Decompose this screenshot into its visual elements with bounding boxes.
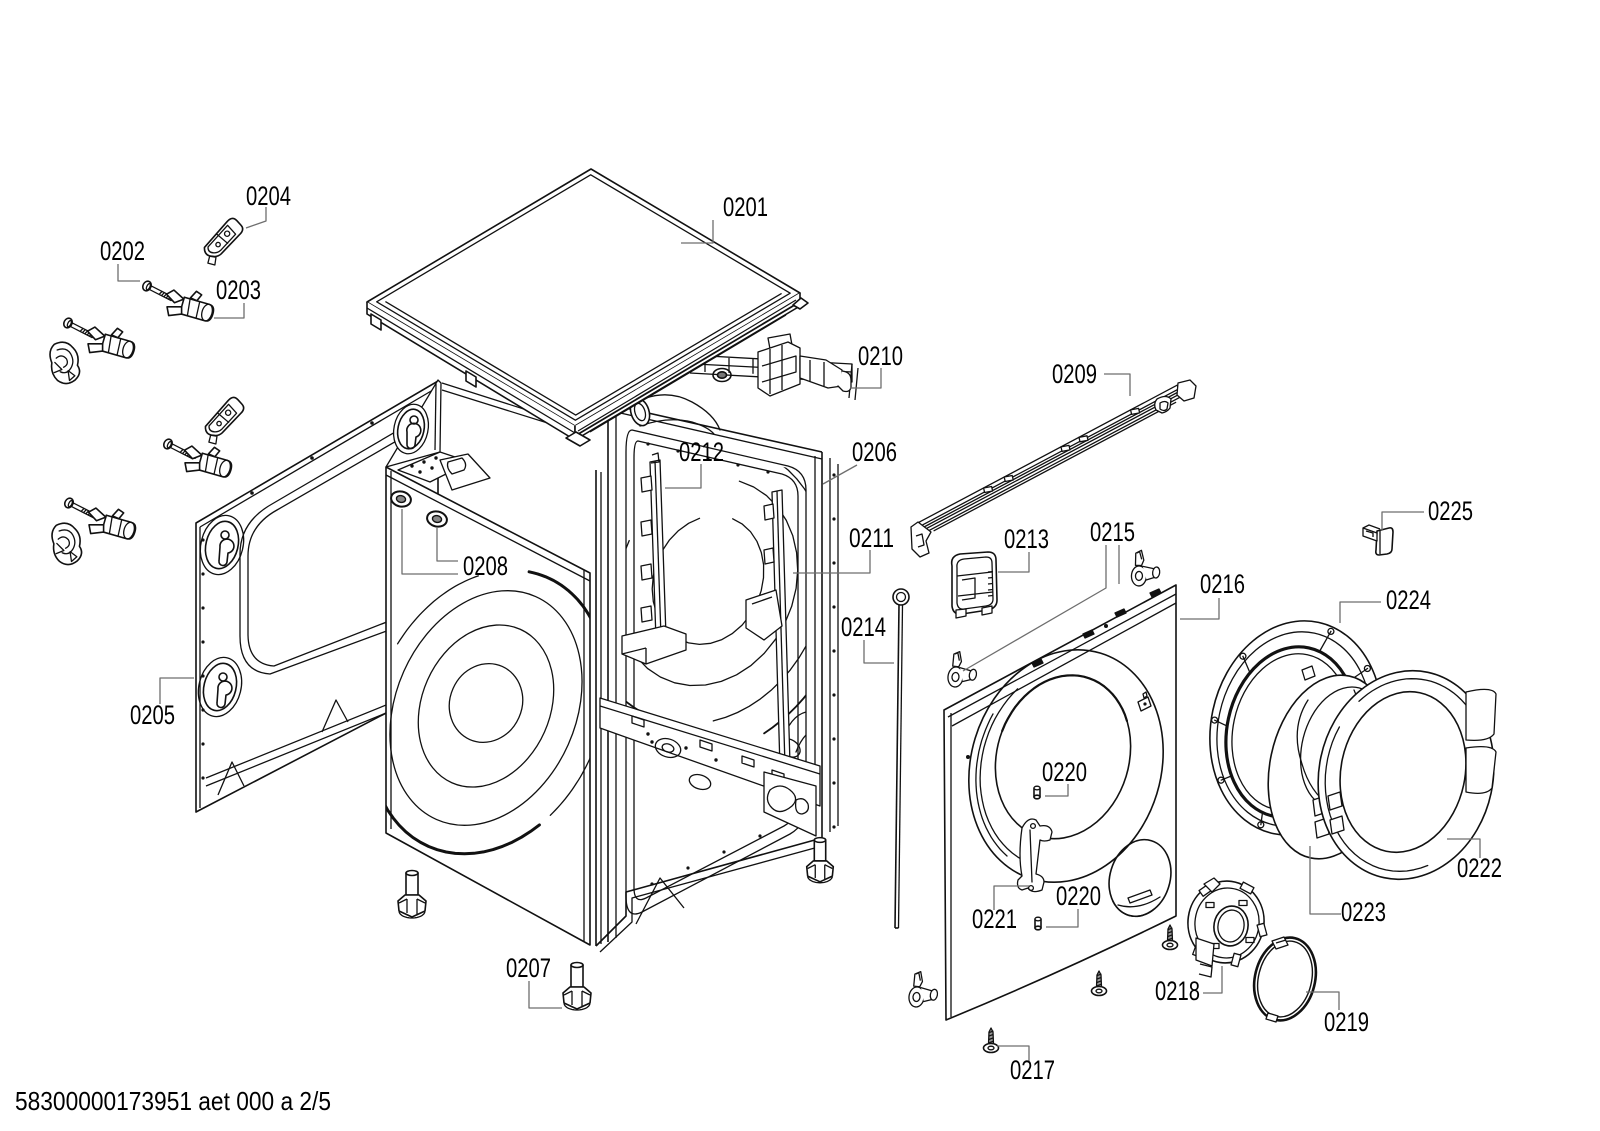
svg-text:0212: 0212 [679,437,724,467]
svg-text:0206: 0206 [852,437,897,467]
svg-text:0210: 0210 [858,341,903,371]
svg-text:0214: 0214 [841,612,886,642]
svg-text:0203: 0203 [216,275,261,305]
svg-text:0219: 0219 [1324,1007,1369,1037]
svg-text:0209: 0209 [1052,359,1097,389]
svg-text:0211: 0211 [849,523,894,553]
svg-text:0202: 0202 [100,236,145,266]
svg-text:0218: 0218 [1155,976,1200,1006]
svg-text:0208: 0208 [463,551,508,581]
svg-text:0217: 0217 [1010,1055,1055,1085]
svg-text:0224: 0224 [1386,585,1431,615]
svg-text:0220: 0220 [1042,757,1087,787]
svg-text:0225: 0225 [1428,496,1473,526]
svg-text:0204: 0204 [246,181,291,211]
svg-text:0222: 0222 [1457,853,1502,883]
svg-text:0201: 0201 [723,192,768,222]
svg-text:0207: 0207 [506,953,551,983]
svg-text:0215: 0215 [1090,517,1135,547]
svg-text:58300000173951 aet 000 a 2/5: 58300000173951 aet 000 a 2/5 [15,1086,331,1116]
svg-text:0223: 0223 [1341,897,1386,927]
svg-text:0213: 0213 [1004,524,1049,554]
svg-text:0216: 0216 [1200,569,1245,599]
svg-text:0221: 0221 [972,904,1017,934]
svg-text:0205: 0205 [130,700,175,730]
svg-text:0220: 0220 [1056,881,1101,911]
